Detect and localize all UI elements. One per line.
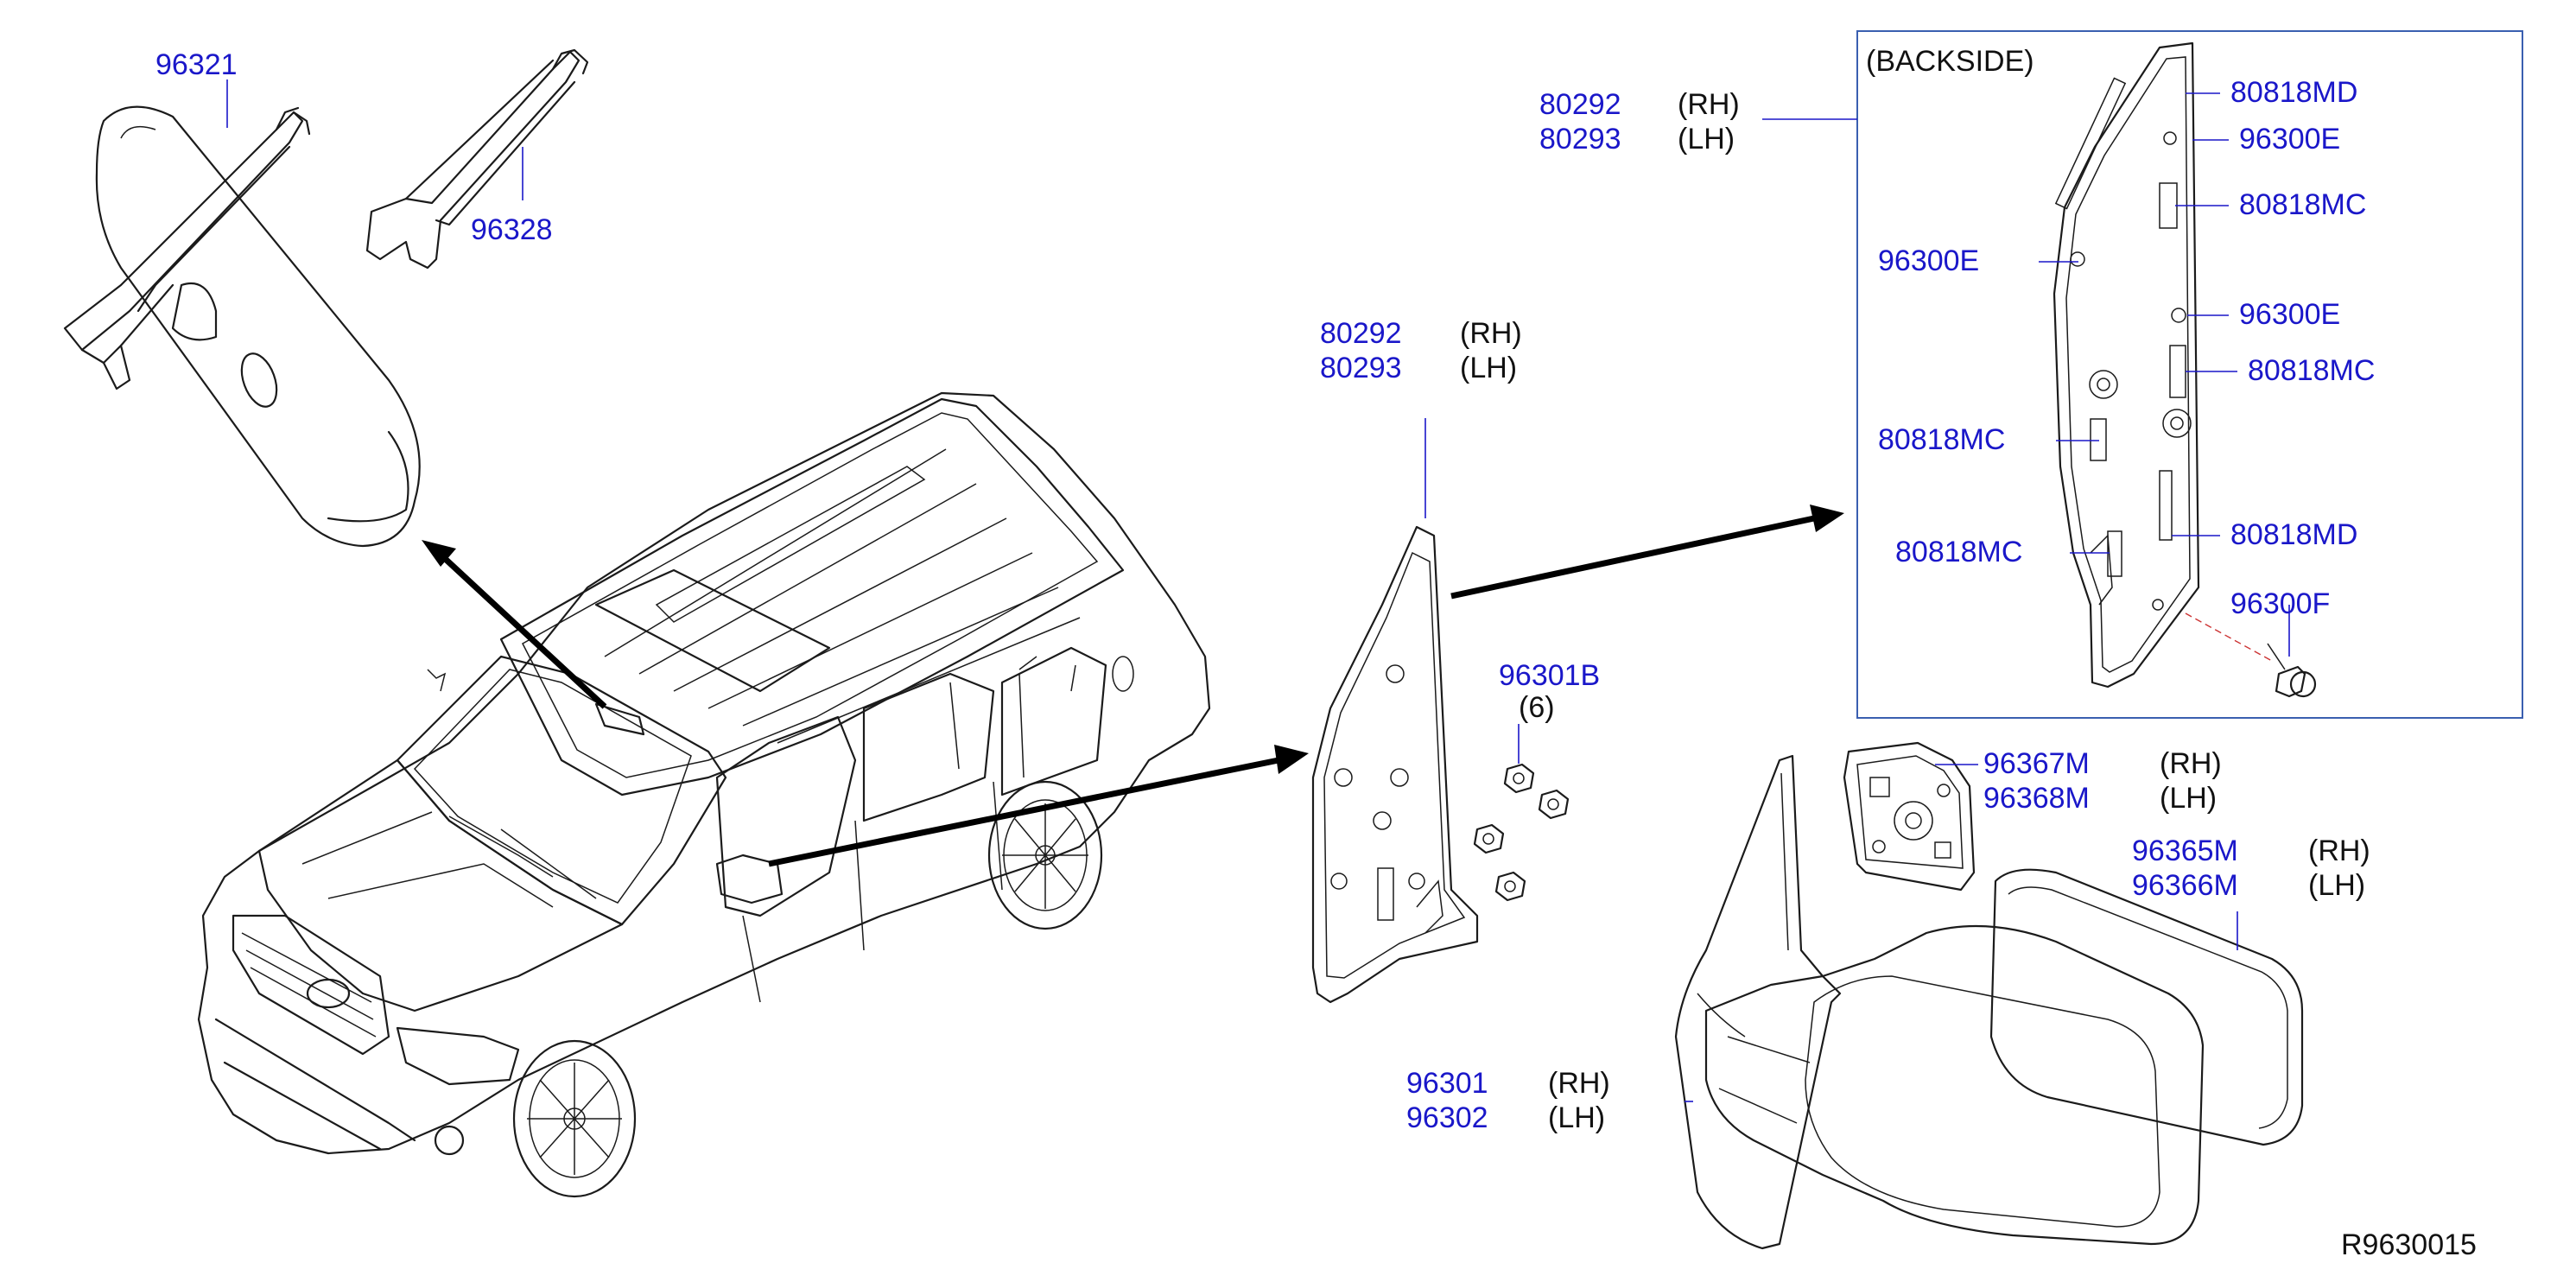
interior-rearview-mirror-drawing	[63, 105, 421, 548]
clip-96300F-drawing	[2185, 612, 2317, 698]
label-rh-96365M: (RH)	[2308, 835, 2370, 867]
label-rh-80292-top: (RH)	[1678, 88, 1740, 121]
label-rh-96301: (RH)	[1548, 1067, 1610, 1100]
label-lh-80293-center: (LH)	[1460, 352, 1517, 384]
backing-plate-backside-drawing	[2053, 41, 2200, 689]
label-80292-top: 80292	[1539, 88, 1621, 121]
label-80293-top: 80293	[1539, 123, 1621, 155]
label-lh-80293-top: (LH)	[1678, 123, 1735, 155]
label-qty-96301B: (6)	[1519, 691, 1555, 724]
label-80292-center: 80292	[1320, 317, 1402, 350]
arrow-to-mirror-base	[768, 757, 1279, 867]
backside-detail-box	[1856, 30, 2523, 719]
label-lh-96366M: (LH)	[2308, 869, 2365, 902]
label-96301B: 96301B	[1499, 659, 1600, 692]
mirror-cover-96328-drawing	[365, 48, 589, 270]
arrow-to-interior-mirror	[438, 552, 607, 709]
backside-label-80818MD-bottom: 80818MD	[2230, 518, 2357, 551]
mirror-actuator-96367M-drawing	[1843, 741, 1976, 892]
arrowhead-mirror-base	[1274, 745, 1309, 774]
label-96302: 96302	[1406, 1101, 1488, 1134]
label-96367M: 96367M	[1983, 747, 2090, 780]
label-lh-96368M: (LH)	[2160, 782, 2217, 815]
backside-label-80818MC-upper: 80818MC	[2239, 188, 2366, 221]
door-mirror-96301-drawing	[1674, 754, 2205, 1250]
label-96366M: 96366M	[2132, 869, 2238, 902]
backside-label-96300E-top: 96300E	[2239, 123, 2340, 155]
backside-label-96300E-left: 96300E	[1878, 244, 1979, 277]
label-96321: 96321	[155, 48, 238, 81]
backside-label-96300F: 96300F	[2230, 587, 2330, 620]
label-96328: 96328	[471, 213, 553, 246]
label-rh-80292-center: (RH)	[1460, 317, 1522, 350]
label-80293-center: 80293	[1320, 352, 1402, 384]
label-96301: 96301	[1406, 1067, 1488, 1100]
mirror-glass-96365M-drawing	[1989, 868, 2304, 1146]
backside-box-title: (BACKSIDE)	[1866, 45, 2034, 78]
suv-vehicle-drawing	[197, 391, 1211, 1198]
mirror-base-plate-drawing	[1311, 525, 1479, 1004]
backside-label-80818MD-top: 80818MD	[2230, 76, 2357, 109]
backside-label-80818MC-bottom-left: 80818MC	[1895, 536, 2022, 568]
label-96365M: 96365M	[2132, 835, 2238, 867]
label-rh-96367M: (RH)	[2160, 747, 2222, 780]
diagram-reference-code: R9630015	[2341, 1228, 2477, 1261]
backside-label-80818MC-left: 80818MC	[1878, 423, 2005, 456]
arrow-to-backside-detail	[1450, 515, 1815, 600]
nuts-96301B-drawing	[1473, 763, 1570, 902]
arrowhead-interior-mirror	[422, 540, 456, 567]
backside-label-96300E-right: 96300E	[2239, 298, 2340, 331]
label-lh-96302: (LH)	[1548, 1101, 1605, 1134]
label-96368M: 96368M	[1983, 782, 2090, 815]
arrowhead-backside	[1810, 505, 1844, 532]
backside-label-80818MC-right: 80818MC	[2248, 354, 2375, 387]
